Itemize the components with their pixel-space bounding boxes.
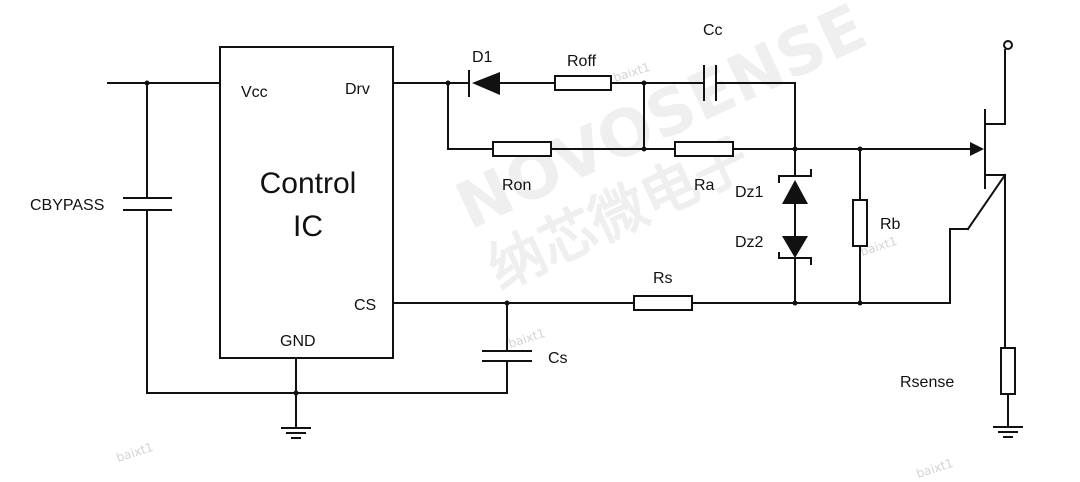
dz1-label: Dz1 bbox=[735, 184, 764, 201]
rb-label: Rb bbox=[880, 216, 901, 233]
ic-title-line1: Control bbox=[260, 167, 357, 200]
cbypass-label: CBYPASS bbox=[30, 197, 104, 214]
watermark-tag: baixt1 bbox=[115, 440, 155, 465]
cs-cap-label: Cs bbox=[548, 350, 568, 367]
rsense-resistor bbox=[1000, 347, 1016, 395]
pin-cs-label: CS bbox=[354, 297, 376, 314]
gate-net bbox=[447, 141, 984, 201]
roff-resistor bbox=[554, 75, 612, 91]
cc-label: Cc bbox=[703, 22, 723, 39]
roff-label: Roff bbox=[567, 53, 597, 70]
d1-label: D1 bbox=[472, 49, 493, 66]
ron-resistor bbox=[492, 141, 552, 157]
ic-title-line2: IC bbox=[293, 210, 323, 243]
watermark-tag: baixt1 bbox=[915, 456, 955, 481]
ra-resistor bbox=[674, 141, 734, 157]
ground-symbol bbox=[993, 426, 1023, 438]
gate-arrow bbox=[970, 142, 984, 156]
cs-net bbox=[392, 173, 1007, 394]
watermark-tag: baixt1 bbox=[612, 60, 652, 85]
rb-resistor bbox=[852, 199, 868, 247]
dz1-zener bbox=[782, 180, 808, 204]
ground-symbol bbox=[281, 357, 311, 439]
d1-diode bbox=[472, 72, 500, 95]
ra-label: Ra bbox=[694, 177, 715, 194]
mosfet bbox=[984, 40, 1013, 349]
rsense-label: Rsense bbox=[900, 374, 954, 391]
pin-vcc-label: Vcc bbox=[241, 84, 268, 101]
pin-drv-label: Drv bbox=[345, 81, 370, 98]
dz2-zener bbox=[782, 236, 808, 258]
control-ic-box bbox=[219, 46, 394, 359]
ron-label: Ron bbox=[502, 177, 531, 194]
pin-gnd-label: GND bbox=[280, 333, 316, 350]
dz2-label: Dz2 bbox=[735, 234, 764, 251]
vcc-net bbox=[107, 82, 508, 394]
rs-label: Rs bbox=[653, 270, 673, 287]
watermark-tag: baixt1 bbox=[507, 326, 547, 351]
drain-terminal bbox=[1003, 40, 1013, 50]
junction-dots bbox=[144, 80, 863, 396]
drv-net bbox=[392, 65, 796, 177]
rs-resistor bbox=[633, 295, 693, 311]
zener-pair bbox=[778, 169, 812, 304]
